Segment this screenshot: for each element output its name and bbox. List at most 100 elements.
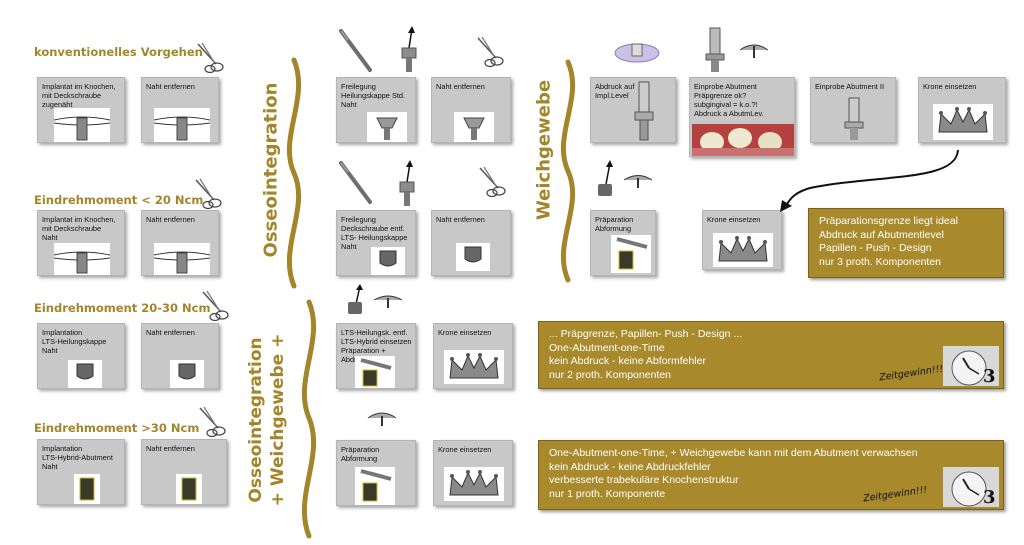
step-box-naht-entfernen: Naht entfernen [141, 77, 219, 143]
step-box-krone-einsetzen: Krone einsetzen [433, 323, 513, 389]
scissors-icon [202, 290, 229, 322]
healing-cap-arrow-icon [399, 160, 415, 206]
clock-icon [943, 467, 999, 507]
scissors-icon [199, 406, 226, 438]
row-title-konventionell: konventionelles Vorgehen [34, 45, 203, 59]
wavy-divider [302, 299, 316, 539]
abutment-tray-icon [598, 160, 653, 196]
step-text: Naht entfernen [436, 215, 485, 224]
healing-cap-icon [170, 360, 204, 388]
step-box-einprobe-abutment: Einprobe Abutment Präpgrenze ok? subging… [689, 77, 795, 157]
step-text: Naht entfernen [146, 82, 195, 91]
abutment-icon [844, 97, 864, 140]
crown-icon [933, 104, 993, 140]
step-text: Einprobe Abutment Präpgrenze ok? subging… [694, 82, 764, 118]
preparation-icon [355, 467, 395, 505]
summary-text: One-Abutment-one-Time, + Weichgewebe kan… [549, 447, 918, 500]
impression-post-icon [634, 81, 654, 141]
step-text: Freilegung Deckschraube entf. LTS- Heilu… [341, 215, 408, 251]
step-text: Naht entfernen [146, 444, 195, 453]
scissors-icon [195, 178, 222, 210]
summary-box-gt30: One-Abutment-one-Time, + Weichgewebe kan… [538, 440, 1004, 510]
step-box-implant: Implantat im Knochen, mit Deckschraube N… [37, 210, 125, 276]
row-title-lt20: Eindrehmoment < 20 Ncm [34, 193, 204, 207]
healing-cap-icon [454, 112, 494, 142]
step-text: Krone einsetzen [923, 82, 977, 91]
preparation-icon [611, 235, 651, 273]
healing-cap-icon [367, 112, 407, 142]
step-text: Implantation LTS-Heilungskappe Naht [42, 328, 107, 355]
healing-cap-icon [456, 243, 490, 271]
step-box-krone-einsetzen: Krone einsetzen [918, 77, 1006, 143]
step-box-abdruck: Abdruck auf Impl.Level [590, 77, 676, 143]
step-box-lts-hybrid: LTS-Heilungsk. entf. LTS-Hybrid einsetze… [336, 323, 416, 389]
summary-box-konventionell: Präparationsgrenze liegt ideal Abdruck a… [808, 208, 1004, 278]
scissors-icon [197, 42, 224, 74]
dental-photo [692, 124, 794, 156]
phase-label-osseointegration: Osseointegration [260, 82, 282, 258]
wavy-divider [561, 59, 575, 283]
step-text: Implantat im Knochen, mit Deckschraube N… [42, 215, 116, 242]
summary-box-20-30: ... Präpgrenze, Papillen- Push - Design … [538, 321, 1004, 389]
step-text: Naht entfernen [146, 328, 195, 337]
implant-icon [153, 108, 211, 142]
summary-text: ... Präpgrenze, Papillen- Push - Design … [549, 328, 743, 381]
clock-icon [943, 346, 999, 386]
phase-label-weichgewebe: Weichgewebe [533, 79, 555, 221]
impression-post-icon [614, 43, 660, 63]
step-box-naht-entfernen-2: Naht entfernen [431, 77, 511, 143]
step-box-naht-entfernen-2: Naht entfernen [431, 210, 511, 276]
scalpel-icon [339, 29, 372, 72]
step-box-einprobe-abutment-2: Einprobe Abutment II [810, 77, 896, 143]
step-text: Implantation LTS-Hybrid-Abutment Naht [42, 444, 113, 471]
step-box-naht-entfernen: Naht entfernen [141, 439, 227, 505]
healing-cap-icon [68, 360, 102, 388]
step-box-implant: Implantat im Knochen, mit Deckschraube z… [37, 77, 125, 143]
step-text: Abdruck auf Impl.Level [595, 82, 635, 100]
summary-text: Präparationsgrenze liegt ideal Abdruck a… [819, 215, 958, 268]
implant-icon [53, 108, 111, 142]
phase-label-osseointegration-2: Osseointegration [246, 337, 266, 503]
step-text: LTS-Heilungsk. entf. LTS-Hybrid einsetze… [341, 328, 412, 364]
step-text: Naht entfernen [146, 215, 195, 224]
clock-number: 3 [983, 487, 996, 508]
step-box-krone-einsetzen: Krone einsetzen [702, 210, 782, 270]
implant-icon [53, 243, 111, 275]
abutment-tray-icon [705, 27, 769, 72]
healing-cap-icon [371, 247, 405, 275]
step-text: Freilegung Heilungskappe Std. Naht [341, 82, 406, 109]
step-box-praeparation: Präparation Abformung [336, 440, 416, 506]
crown-icon [713, 233, 773, 267]
preparation-icon [355, 356, 395, 388]
zeitgewinn-label: Zeitgewinn!!! [878, 363, 944, 384]
phase-label-weichgewebe-plus: + Weichgewebe + [268, 333, 288, 507]
step-text: Präparation Abformung [341, 445, 380, 463]
hybrid-abutment-icon [176, 474, 202, 504]
row-title-gt30: Eindrehmoment >30 Ncm [34, 421, 200, 435]
abutment-tray-icon [348, 284, 403, 314]
step-box-naht-entfernen: Naht entfernen [141, 210, 219, 276]
step-box-krone-einsetzen: Krone einsetzen [433, 440, 513, 506]
clock-number: 3 [983, 366, 996, 387]
step-box-implant: Implantation LTS-Hybrid-Abutment Naht [37, 439, 125, 505]
step-text: Naht entfernen [436, 82, 485, 91]
implant-icon [153, 243, 211, 275]
step-box-praeparation: Präparation Abformung [590, 210, 656, 276]
step-box-naht-entfernen: Naht entfernen [141, 323, 219, 389]
step-text: Krone einsetzen [707, 215, 761, 224]
hybrid-abutment-icon [74, 474, 100, 504]
wavy-divider [287, 57, 301, 289]
scissors-icon [477, 36, 504, 68]
crown-icon [444, 467, 504, 501]
healing-cap-arrow-icon [401, 26, 417, 72]
step-text: Implantat im Knochen, mit Deckschraube z… [42, 82, 116, 109]
step-text: Präparation Abformung [595, 215, 634, 233]
step-text: Einprobe Abutment II [815, 82, 885, 91]
crown-icon [444, 350, 504, 384]
step-text: Krone einsetzen [438, 328, 492, 337]
impression-tray-icon [367, 412, 397, 426]
scissors-icon [479, 166, 506, 198]
step-box-freilegung: Freilegung Heilungskappe Std. Naht [336, 77, 416, 143]
step-box-freilegung: Freilegung Deckschraube entf. LTS- Heilu… [336, 210, 416, 276]
row-title-20-30: Eindrehmoment 20-30 Ncm [34, 301, 211, 315]
